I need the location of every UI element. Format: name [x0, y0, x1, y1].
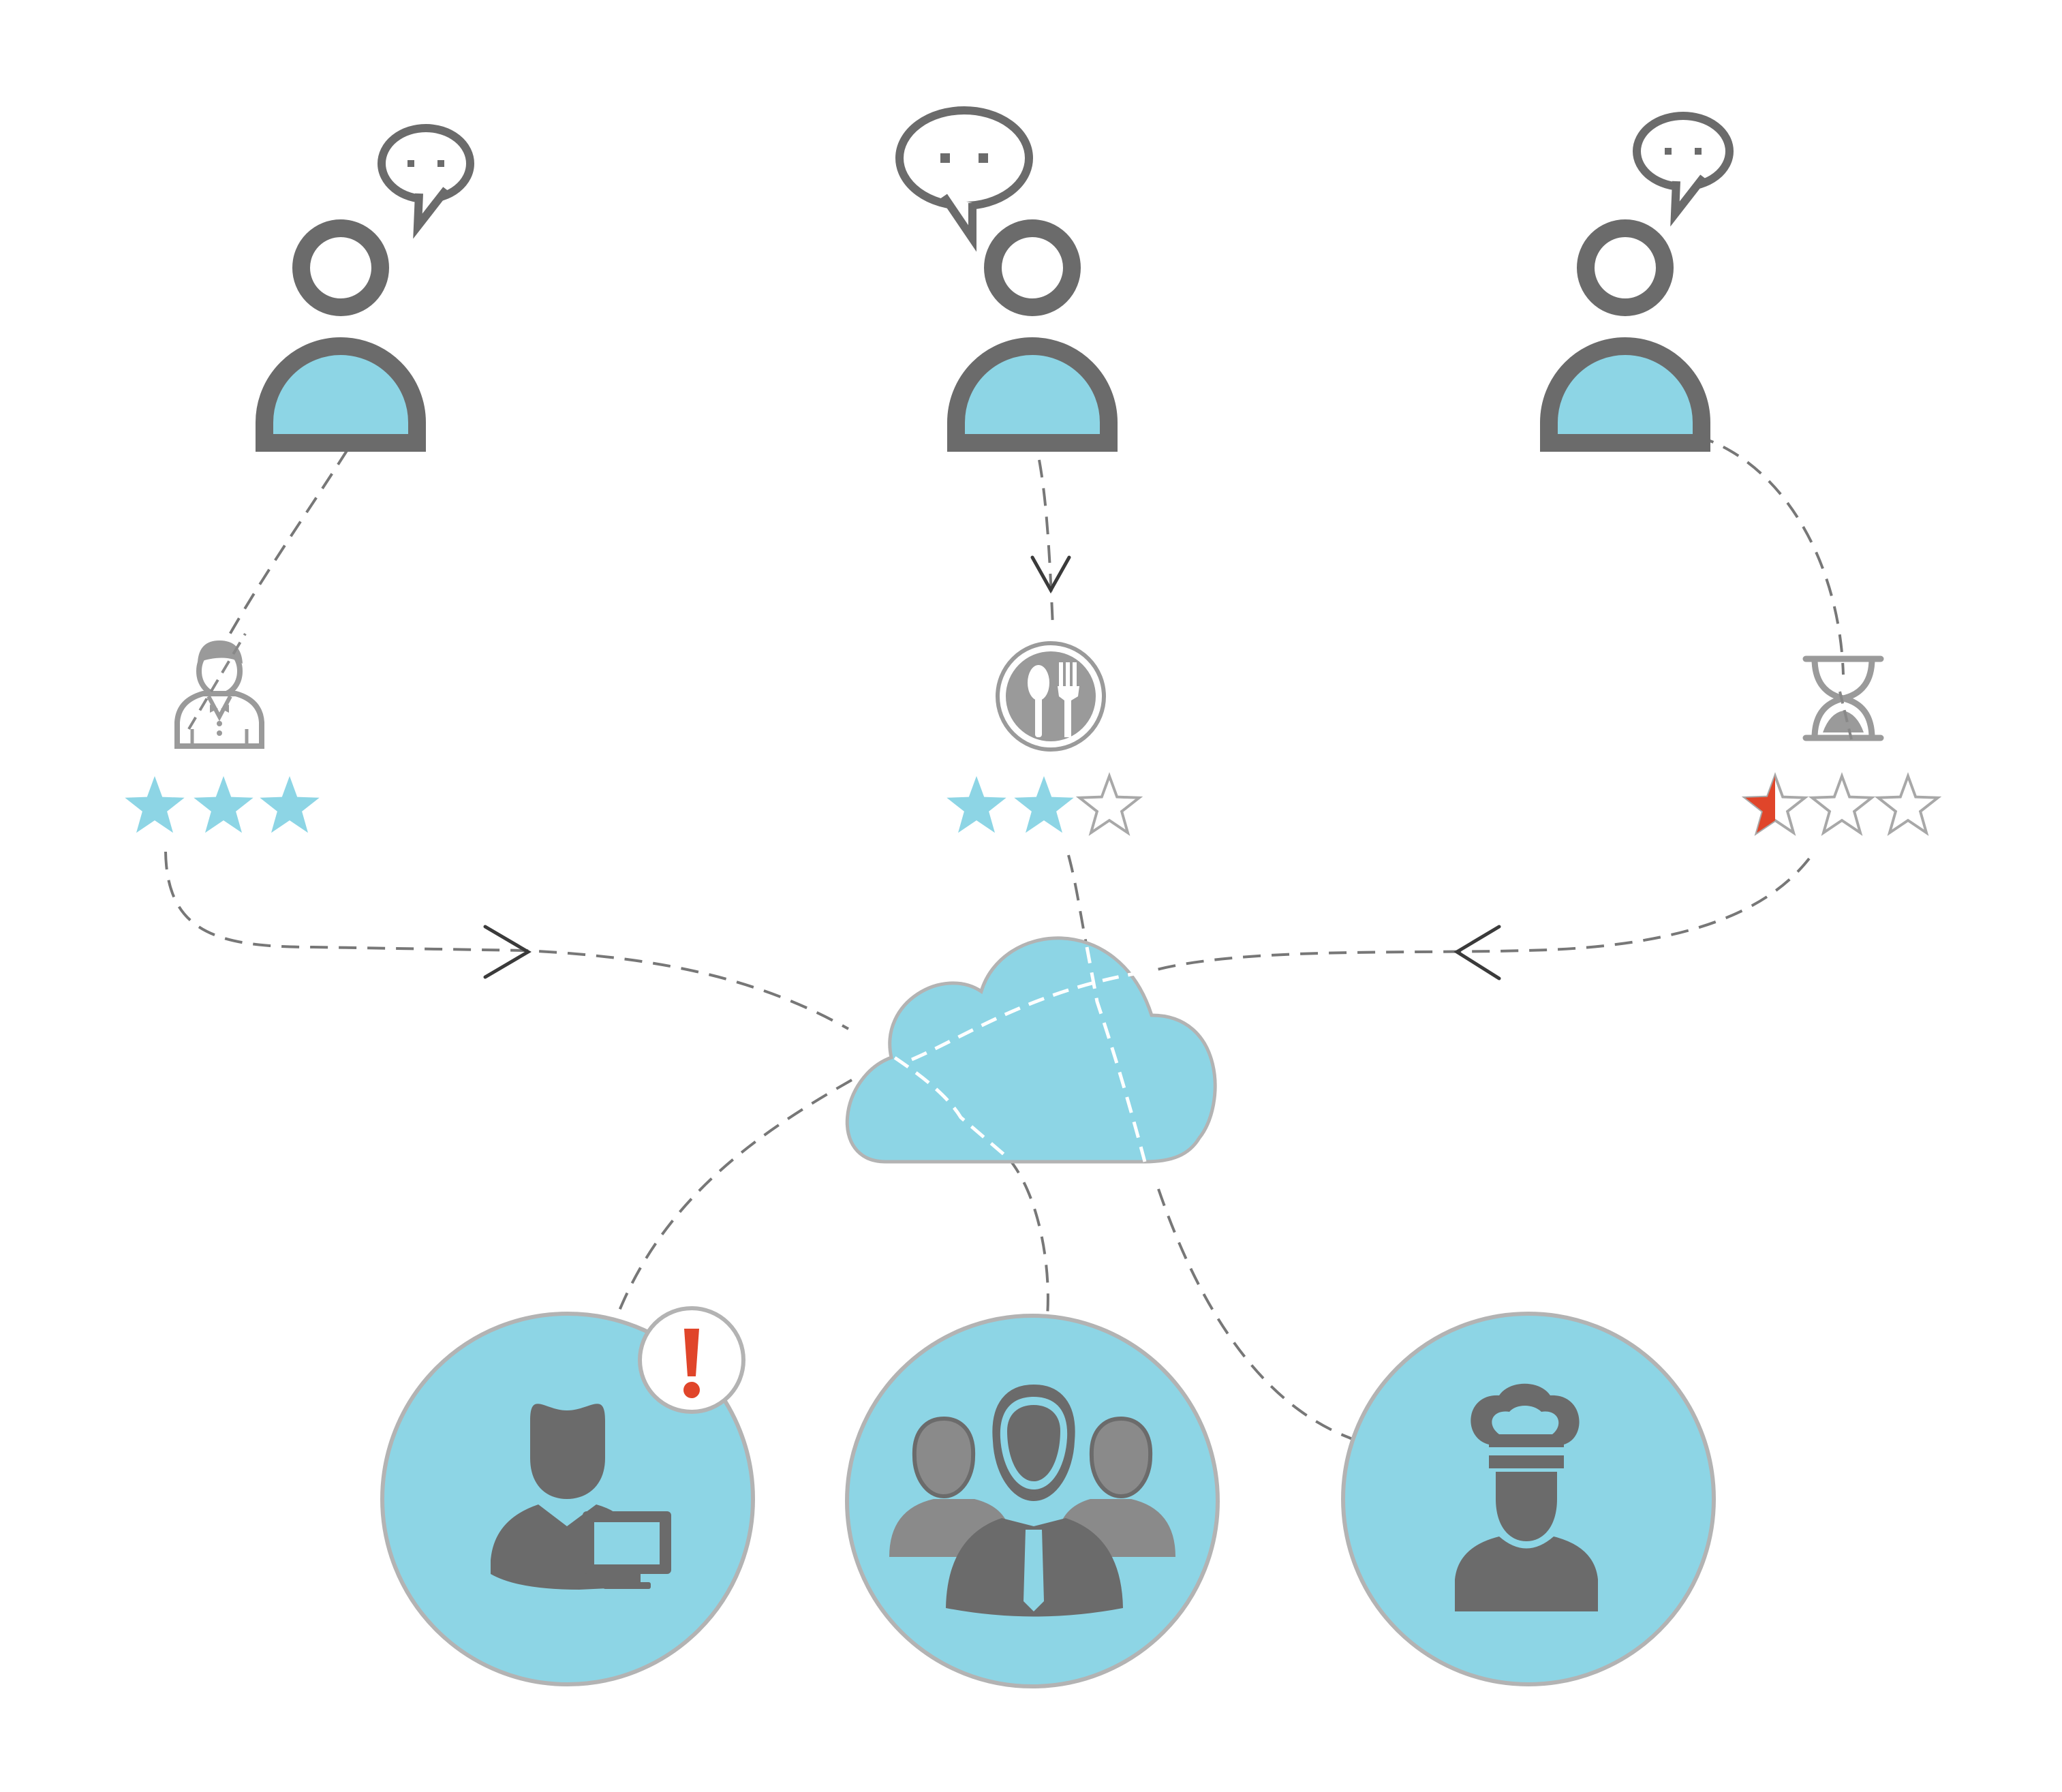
arrowhead-left-icon: [1453, 925, 1501, 980]
customers-row: [256, 106, 1734, 452]
ratings: [125, 772, 1942, 836]
chef-node: [1341, 1312, 1716, 1686]
arrowhead-right-icon: [483, 925, 532, 979]
team-node: [845, 1314, 1220, 1688]
speech-bubble-icon: [1633, 112, 1734, 227]
customer-person-icon: [947, 219, 1118, 452]
star-filled-icon: [125, 776, 185, 833]
speech-bubble-icon: [895, 106, 1033, 252]
connector-center-stars-to-cloud: [1067, 854, 1088, 948]
star-empty-icon: [1808, 772, 1876, 836]
arrowheads: [483, 555, 1501, 980]
connector-left-stars-to-cloud: [164, 851, 849, 1030]
chef-icon: [1455, 1383, 1598, 1611]
waiter-icon: [174, 632, 264, 749]
connector-right-stars-to-cloud: [1151, 857, 1811, 972]
rating-stars-left: [125, 776, 320, 833]
connector-cloud-to-team: [1007, 1157, 1049, 1329]
star-filled-icon: [194, 776, 253, 833]
customer-person-icon: [256, 219, 426, 452]
team-icon: [889, 1384, 1175, 1617]
alert-badge: [638, 1306, 745, 1414]
connector-center-customer-to-plate: [1038, 459, 1054, 628]
rating-stars-right: [1741, 772, 1942, 836]
hourglass-icon: [1802, 655, 1884, 741]
customer-person-icon: [1540, 219, 1710, 452]
rating-stars-center: [947, 772, 1143, 836]
star-filled-icon: [1014, 776, 1074, 833]
star-empty-icon: [1075, 772, 1143, 836]
cloud-icon: [845, 936, 1217, 1164]
manager-node: [380, 1306, 755, 1686]
arrowhead-down-icon: [1030, 555, 1071, 594]
plate-cutlery-icon: [996, 641, 1106, 752]
star-empty-icon: [1874, 772, 1942, 836]
customer-right: [1540, 112, 1734, 452]
connector-cloud-to-chef: [1157, 1188, 1494, 1571]
star-filled-icon: [260, 776, 320, 833]
speech-bubble-icon: [378, 124, 474, 239]
person-computer-icon: [491, 1404, 671, 1590]
exclamation-icon: [683, 1329, 700, 1398]
star-half-icon: [1741, 772, 1809, 836]
star-filled-icon: [947, 776, 1006, 833]
connector-cloud-to-manager: [609, 1079, 852, 1336]
customer-left: [256, 124, 474, 452]
customer-center: [895, 106, 1118, 452]
connector-right-customer-to-hourglass: [1696, 435, 1845, 675]
connectors: [164, 435, 1845, 1571]
